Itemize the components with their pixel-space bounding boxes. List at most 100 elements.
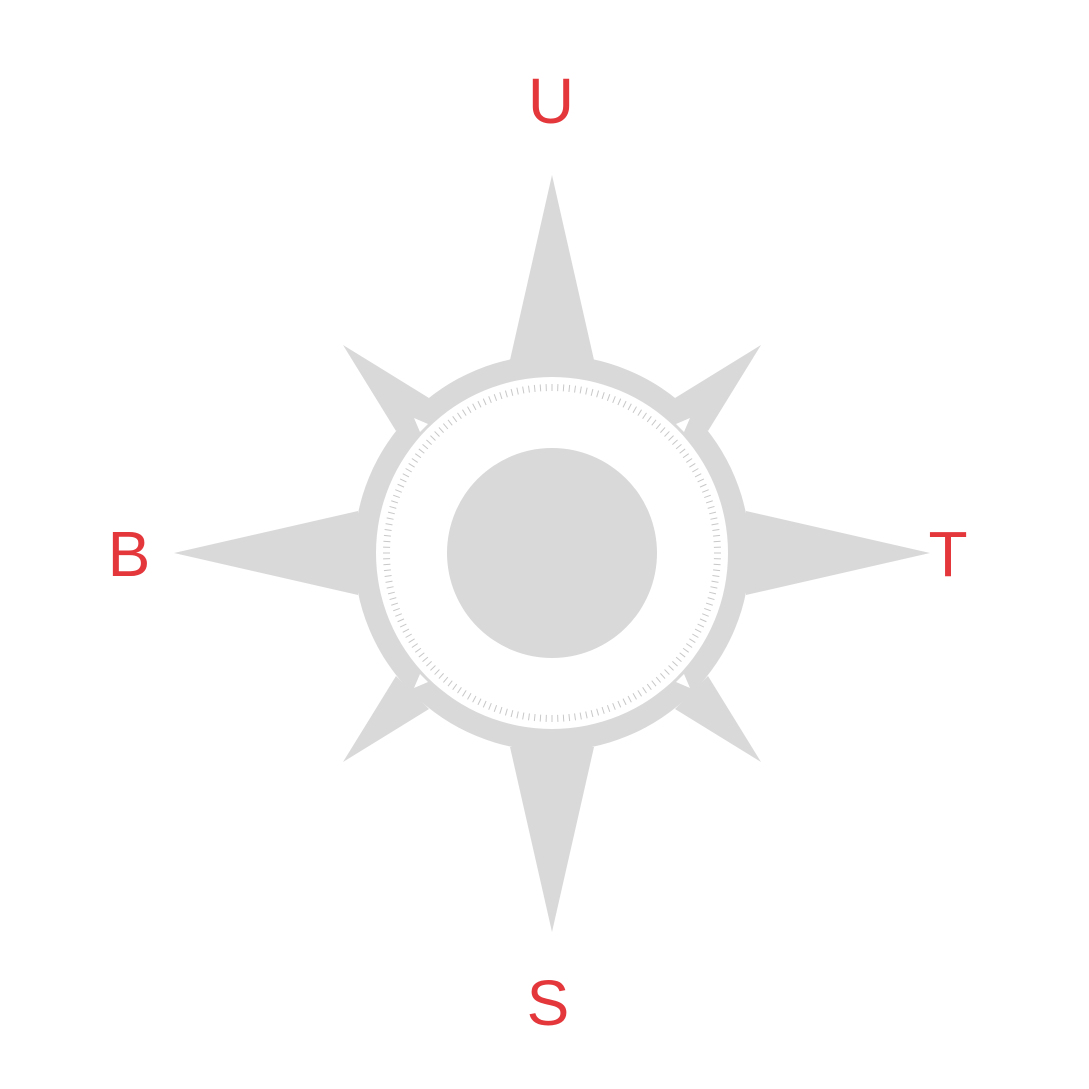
dial-tick	[682, 647, 690, 653]
dial-tick	[467, 406, 472, 413]
dial-tick	[679, 448, 686, 454]
dial-tick	[438, 427, 444, 433]
dial-tick	[637, 690, 642, 697]
dial-tick	[709, 591, 717, 595]
dial-tick	[646, 683, 652, 691]
dial-tick	[467, 693, 472, 700]
dial-tick	[510, 710, 514, 718]
dial-tick	[711, 523, 719, 526]
dial-tick	[442, 676, 449, 683]
dial-tick	[707, 597, 715, 601]
dial-tick	[694, 473, 702, 478]
label-south: S	[527, 967, 570, 1039]
southwest-point	[343, 676, 429, 762]
dial-tick	[393, 494, 400, 499]
west-point	[174, 511, 358, 595]
center-disc-icon	[447, 448, 657, 658]
dial-tick	[418, 448, 425, 454]
dial-tick	[386, 586, 394, 589]
dial-tick	[418, 652, 425, 658]
dial-tick	[689, 463, 696, 468]
dial-tick	[713, 569, 721, 572]
dial-tick	[651, 419, 657, 426]
label-east: T	[928, 518, 967, 590]
dial-tick	[682, 453, 690, 459]
dial-tick	[675, 656, 682, 663]
dial-tick	[442, 423, 449, 430]
graduated-dial-icon	[383, 384, 721, 722]
label-west: B	[108, 518, 151, 590]
dial-tick	[707, 505, 715, 509]
dial-tick	[488, 703, 492, 710]
dial-tick	[596, 390, 600, 398]
dial-tick	[383, 534, 391, 537]
notch-sw	[414, 674, 428, 688]
dial-tick	[664, 431, 670, 437]
dial-tick	[426, 439, 432, 445]
dial-tick	[457, 412, 462, 419]
dial-tick	[660, 427, 666, 433]
dial-tick	[482, 398, 487, 406]
dial-tick	[675, 443, 682, 450]
dial-tick	[632, 693, 637, 700]
dial-tick	[606, 705, 611, 712]
dial-tick	[384, 575, 392, 578]
dial-tick	[637, 409, 642, 416]
dial-tick	[397, 618, 405, 623]
dial-tick	[686, 643, 693, 648]
dial-tick	[697, 623, 705, 628]
dial-tick	[574, 385, 577, 393]
dial-tick	[712, 528, 720, 531]
dial-tick	[405, 468, 412, 473]
dial-tick	[664, 669, 670, 675]
dial-tick	[430, 665, 436, 671]
dial-tick	[522, 386, 525, 394]
southeast-point	[675, 676, 761, 762]
dial-tick	[477, 698, 482, 706]
label-north: U	[528, 65, 574, 137]
dial-tick	[426, 661, 432, 667]
notch-nw	[414, 418, 428, 432]
dial-tick	[697, 478, 705, 483]
dial-tick	[612, 396, 616, 403]
dial-tick	[590, 710, 594, 718]
dial-tick	[405, 633, 412, 638]
dial-tick	[699, 483, 707, 488]
dial-tick	[692, 633, 699, 638]
dial-tick	[411, 643, 418, 648]
dial-tick	[522, 712, 525, 720]
dial-tick	[422, 656, 429, 663]
dial-tick	[462, 409, 467, 416]
dial-tick	[692, 468, 699, 473]
dial-tick	[397, 483, 405, 488]
dial-tick	[482, 700, 487, 708]
dial-tick	[499, 706, 503, 714]
dial-tick	[713, 534, 721, 537]
dial-tick	[527, 713, 530, 721]
dial-tick	[579, 386, 582, 394]
south-point	[510, 747, 594, 932]
dial-tick	[462, 690, 467, 697]
dial-tick	[601, 706, 605, 714]
dial-tick	[622, 698, 627, 706]
dial-tick	[510, 388, 514, 396]
dial-tick	[533, 384, 536, 392]
dial-tick	[488, 396, 492, 403]
dial-tick	[704, 607, 711, 612]
dial-tick	[568, 714, 571, 722]
dial-tick	[689, 638, 696, 643]
dial-tick	[457, 687, 462, 694]
dial-tick	[402, 473, 410, 478]
dial-tick	[585, 711, 588, 719]
northwest-point	[343, 345, 429, 431]
dial-tick	[668, 435, 674, 441]
dial-tick	[660, 673, 666, 679]
dial-tick	[422, 443, 429, 450]
dial-tick	[642, 412, 647, 419]
dial-tick	[472, 695, 477, 703]
dial-tick	[389, 505, 397, 509]
dial-tick	[622, 400, 627, 408]
dial-tick	[651, 680, 657, 687]
dial-tick	[452, 415, 458, 423]
